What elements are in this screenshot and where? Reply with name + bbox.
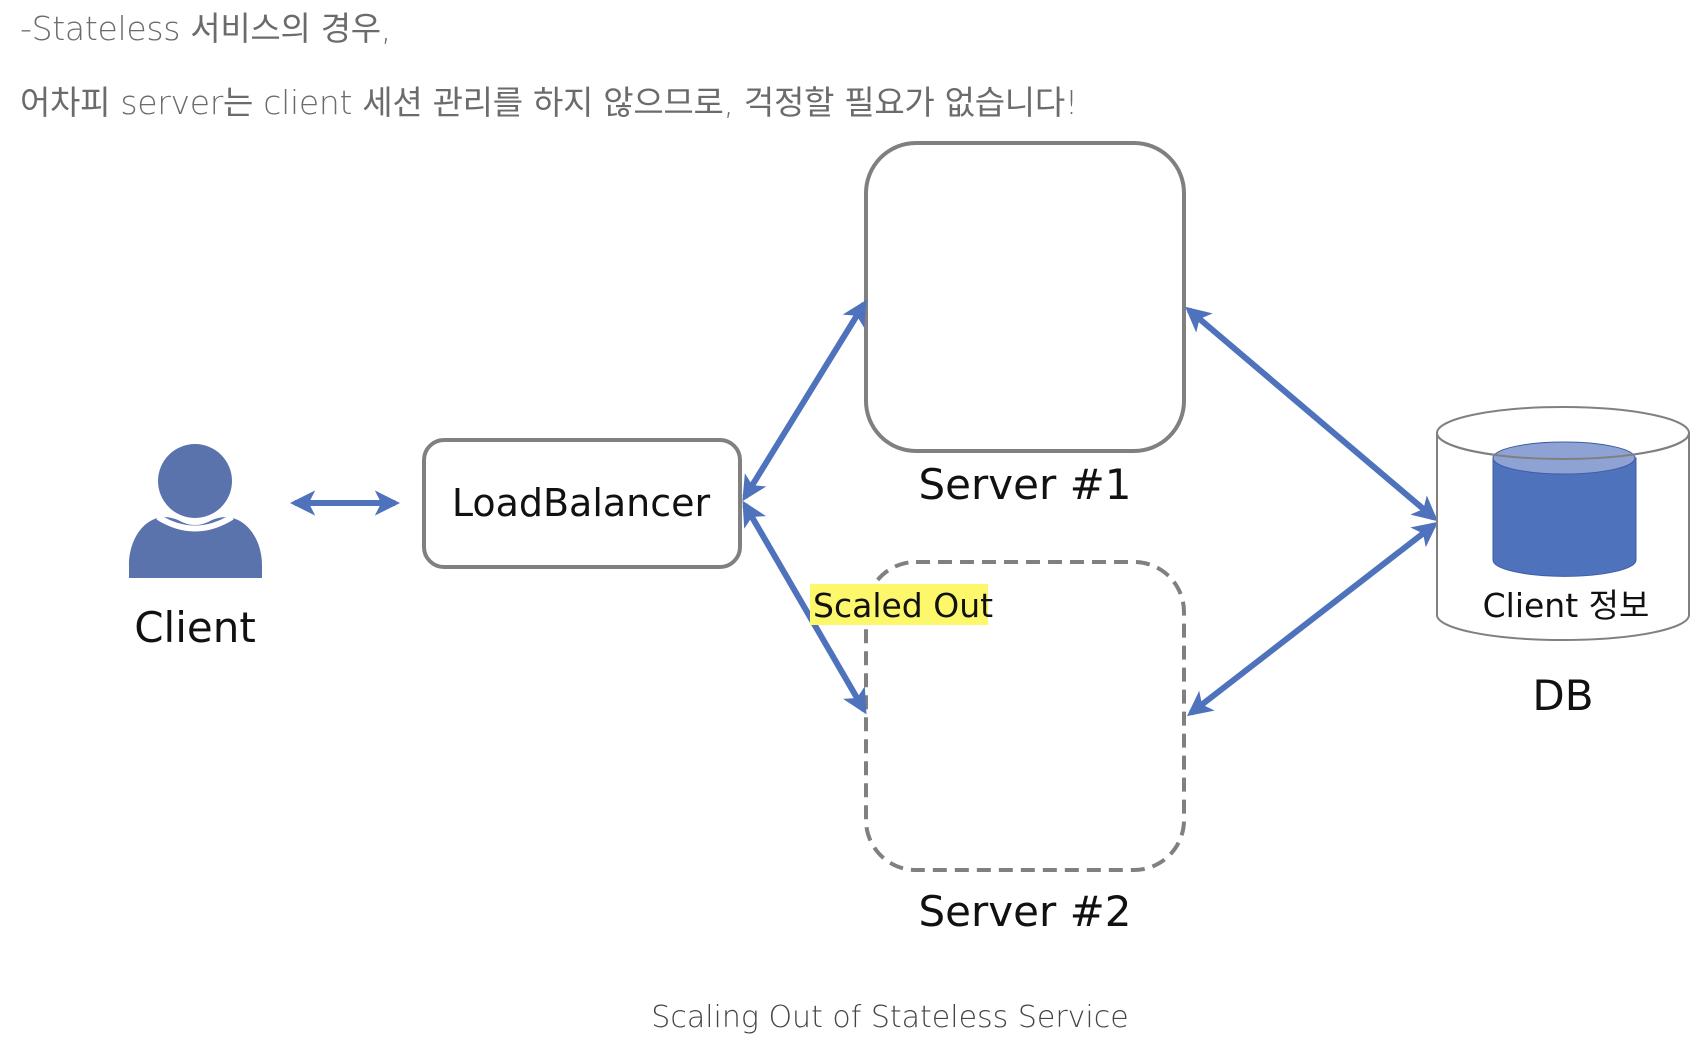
lb-server1-arrow bbox=[742, 299, 867, 502]
server1-box bbox=[864, 141, 1186, 453]
scaled-out-highlight bbox=[810, 584, 988, 625]
db-label: DB bbox=[1532, 671, 1593, 720]
server2-db-arrow bbox=[1187, 521, 1438, 717]
server2-box bbox=[864, 560, 1186, 872]
figure-caption: Scaling Out of Stateless Service bbox=[651, 1000, 1129, 1035]
db-cylinder-icon bbox=[1436, 406, 1690, 641]
server1-db-arrow bbox=[1185, 306, 1438, 522]
lb-server2-arrow bbox=[742, 500, 867, 715]
server2-label: Server #2 bbox=[919, 887, 1132, 936]
db-inner-label: Client 정보 bbox=[1483, 586, 1650, 625]
client-person-icon bbox=[129, 444, 262, 578]
scaled-out-label: Scaled Out bbox=[813, 586, 993, 625]
intro-line-2: 어차피 server는 client 세션 관리를 하지 않으므로, 걱정할 필… bbox=[20, 83, 1078, 122]
loadbalancer-label: LoadBalancer bbox=[452, 481, 711, 525]
loadbalancer-box bbox=[422, 438, 742, 569]
intro-line-1: -Stateless 서비스의 경우, bbox=[20, 9, 392, 48]
client-label: Client bbox=[134, 603, 256, 652]
server1-label: Server #1 bbox=[919, 460, 1132, 509]
